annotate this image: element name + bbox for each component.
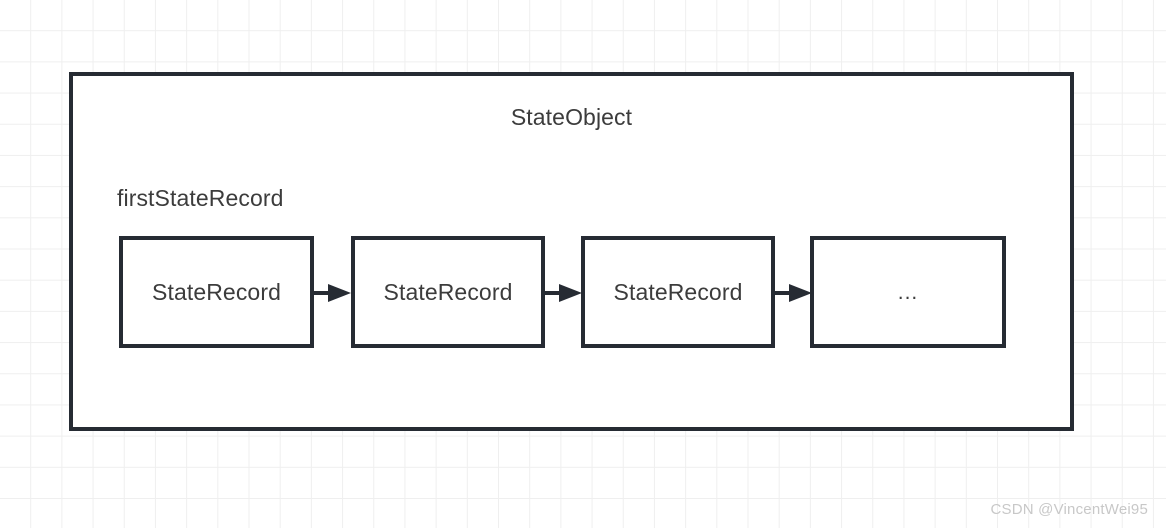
container-title: StateObject — [510, 104, 633, 130]
first-state-record-label: firstStateRecord — [117, 185, 284, 211]
arrow-icon-2 — [545, 284, 582, 302]
arrow-icon-3 — [775, 284, 812, 302]
state-record-node-ellipsis-label: ... — [897, 280, 919, 304]
state-record-node-3: StateRecord — [581, 236, 775, 348]
state-record-node-ellipsis: ... — [810, 236, 1006, 348]
arrow-icon-1 — [314, 284, 351, 302]
state-object-container: StateObject firstStateRecord StateRecord… — [69, 72, 1074, 431]
state-record-node-1: StateRecord — [119, 236, 314, 348]
watermark-text: CSDN @VincentWei95 — [990, 501, 1148, 518]
state-record-node-1-label: StateRecord — [152, 278, 281, 305]
state-record-node-2-label: StateRecord — [383, 278, 513, 305]
state-record-node-3-label: StateRecord — [613, 278, 743, 305]
state-record-node-2: StateRecord — [351, 236, 545, 348]
